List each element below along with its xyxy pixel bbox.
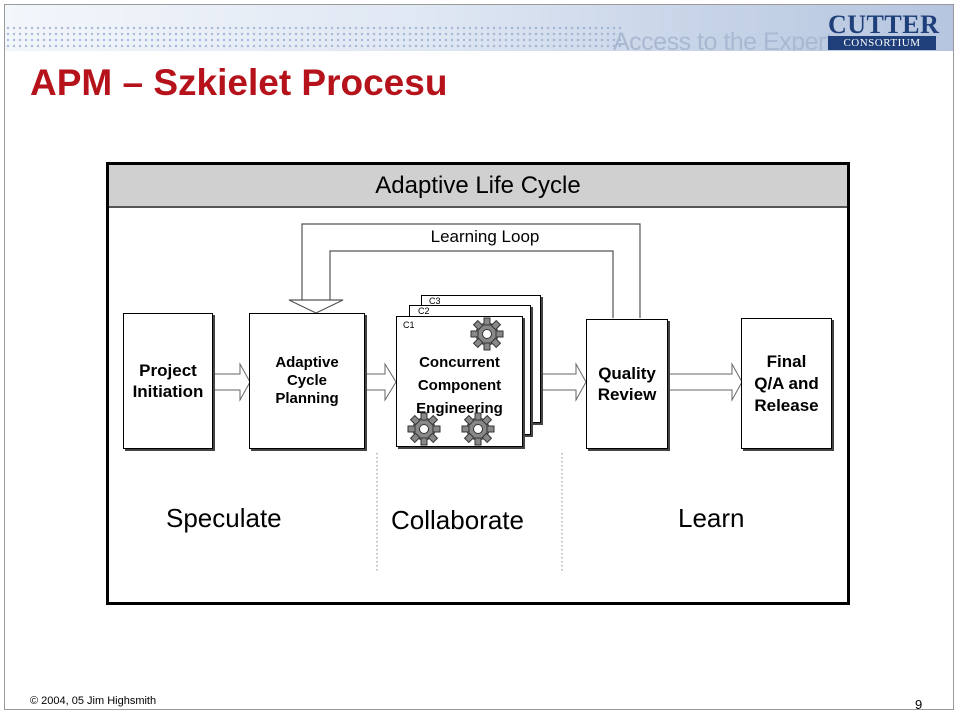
loop-outer-line bbox=[301, 223, 641, 318]
logo-bar bbox=[828, 36, 936, 50]
stage-label-initiation: Project Initiation bbox=[132, 361, 204, 401]
tagline: Access to the Experts bbox=[613, 28, 845, 51]
stage-quality-review: Quality Review bbox=[586, 319, 668, 449]
slide-title: APM – Szkielet Procesu bbox=[30, 62, 448, 103]
stage-label-release: Final Q/A and Release bbox=[754, 351, 819, 415]
dot-pattern bbox=[5, 25, 625, 51]
phase-learn: Learn bbox=[678, 503, 745, 533]
card-label-c1: C1 bbox=[403, 320, 415, 330]
loop-arrow-head bbox=[288, 299, 344, 314]
stage-adaptive-cycle-planning: Adaptive Cycle Planning bbox=[249, 313, 365, 449]
slide-frame bbox=[4, 4, 954, 710]
top-banner: Access to the Experts bbox=[5, 5, 953, 51]
arrow-planning-engineering bbox=[364, 362, 397, 402]
diagram-frame bbox=[106, 162, 850, 605]
stage-label-review: Quality Review bbox=[597, 364, 657, 404]
learning-loop-label: Learning Loop bbox=[430, 227, 540, 246]
phase-collaborate: Collaborate bbox=[391, 505, 524, 535]
stage-label-planning: Adaptive Cycle Planning bbox=[275, 354, 339, 407]
arrow-review-release bbox=[668, 362, 743, 402]
gear-icon bbox=[461, 412, 495, 446]
arrow-engineering-review bbox=[541, 362, 587, 402]
gear-icon bbox=[470, 317, 504, 351]
logo-sub-text: CONSORTIUM bbox=[843, 37, 921, 49]
copyright-notice: © 2004, 05 Jim Highsmith bbox=[30, 695, 157, 707]
page-number: 9 bbox=[915, 697, 923, 712]
card-label-c3: C3 bbox=[429, 296, 441, 306]
phase-speculate: Speculate bbox=[166, 503, 282, 533]
gear-icon bbox=[407, 412, 441, 446]
logo-main-text: CUTTER bbox=[828, 10, 940, 39]
diagram-header: Adaptive Life Cycle bbox=[109, 165, 847, 208]
stage-final-qa-release: Final Q/A and Release bbox=[741, 318, 832, 449]
diagram-title: Adaptive Life Cycle bbox=[375, 172, 581, 199]
loop-inner-line bbox=[329, 250, 614, 318]
card-label-c2: C2 bbox=[418, 306, 430, 316]
cutter-logo: CUTTER CONSORTIUM bbox=[828, 10, 940, 50]
stage-label-engineering: Concurrent Component Engineering bbox=[416, 354, 503, 417]
stage-project-initiation: Project Initiation bbox=[123, 313, 213, 449]
arrow-initiation-planning bbox=[213, 362, 251, 402]
